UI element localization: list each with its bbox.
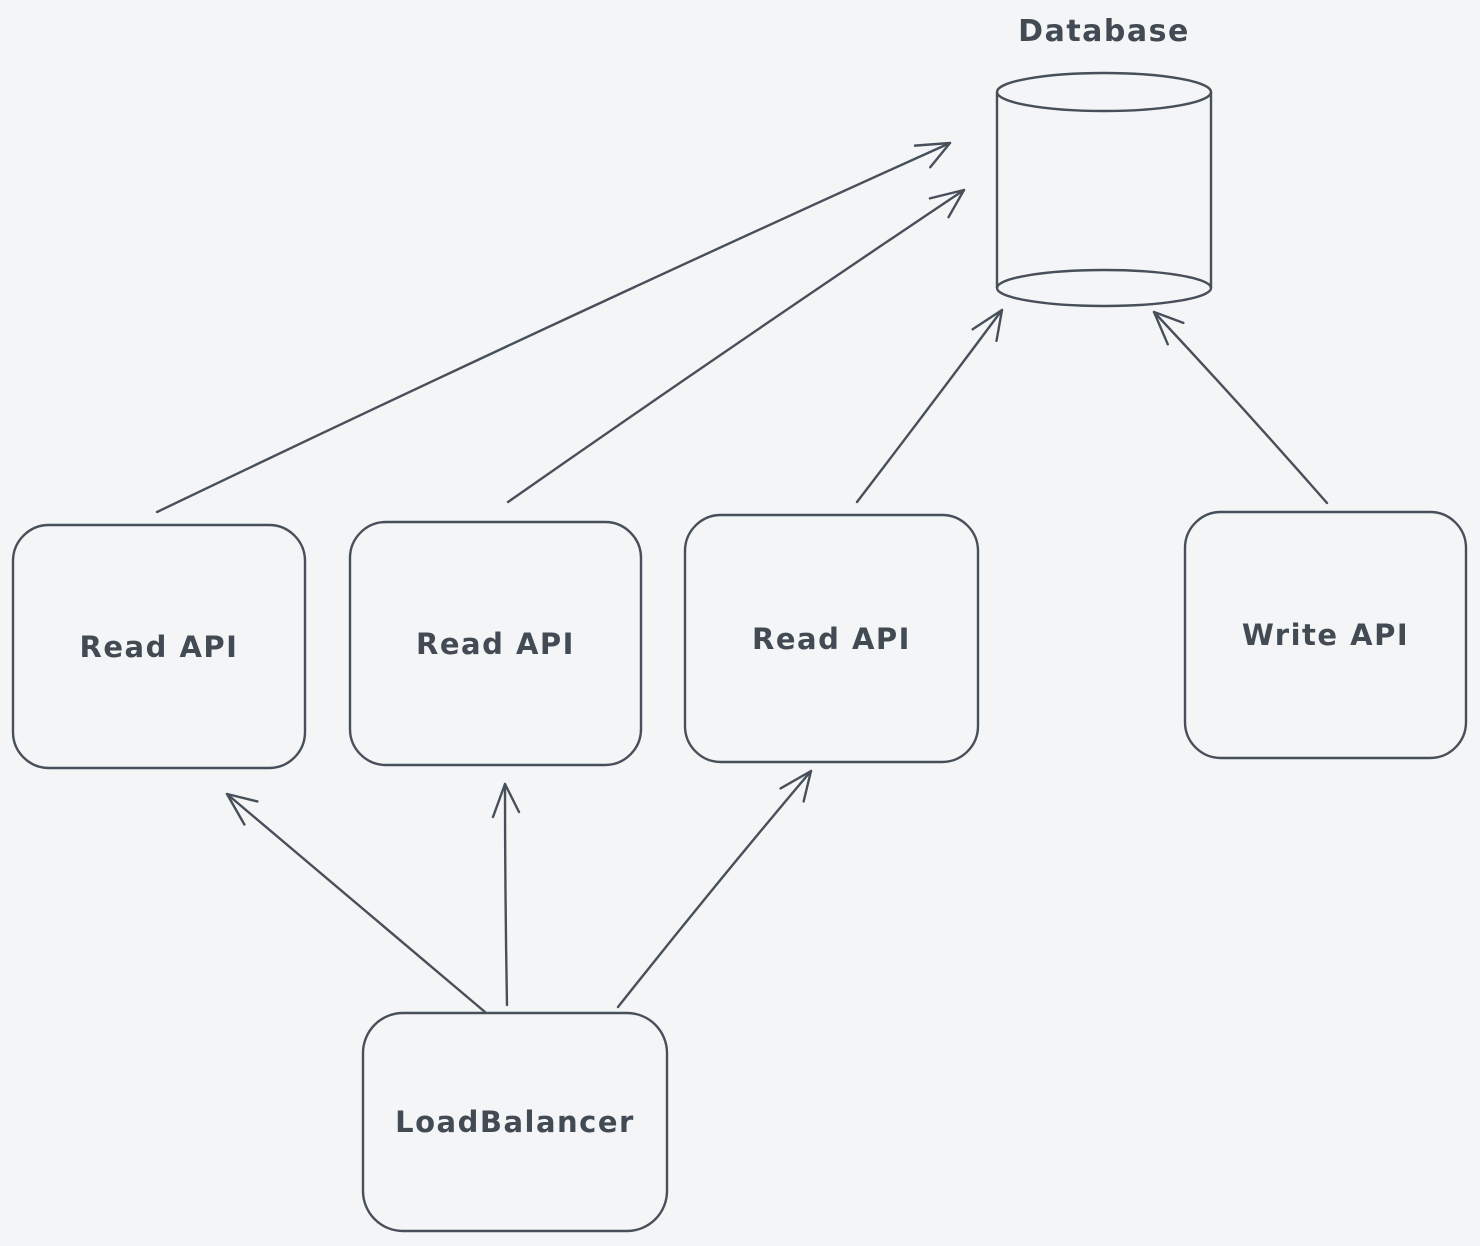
- node-write-api[interactable]: [1183, 510, 1468, 760]
- node-read-api-2[interactable]: [348, 520, 643, 767]
- edge-read-api-1-to-database[interactable]: [155, 141, 952, 514]
- edge-write-api-to-database[interactable]: [1152, 310, 1329, 505]
- edge-load-balancer-to-read-api-2[interactable]: [491, 782, 521, 1007]
- database-cylinder-top: [995, 71, 1213, 113]
- edge-load-balancer-to-read-api-1[interactable]: [225, 792, 487, 1014]
- database-cylinder-bottom: [995, 268, 1213, 308]
- node-load-balancer[interactable]: [361, 1011, 669, 1233]
- edge-read-api-2-to-database[interactable]: [506, 188, 966, 504]
- node-database[interactable]: [995, 71, 1213, 308]
- node-read-api-3[interactable]: [683, 513, 980, 764]
- node-read-api-1[interactable]: [11, 523, 307, 770]
- edge-read-api-3-to-database[interactable]: [855, 308, 1004, 504]
- edge-load-balancer-to-read-api-3[interactable]: [616, 769, 813, 1009]
